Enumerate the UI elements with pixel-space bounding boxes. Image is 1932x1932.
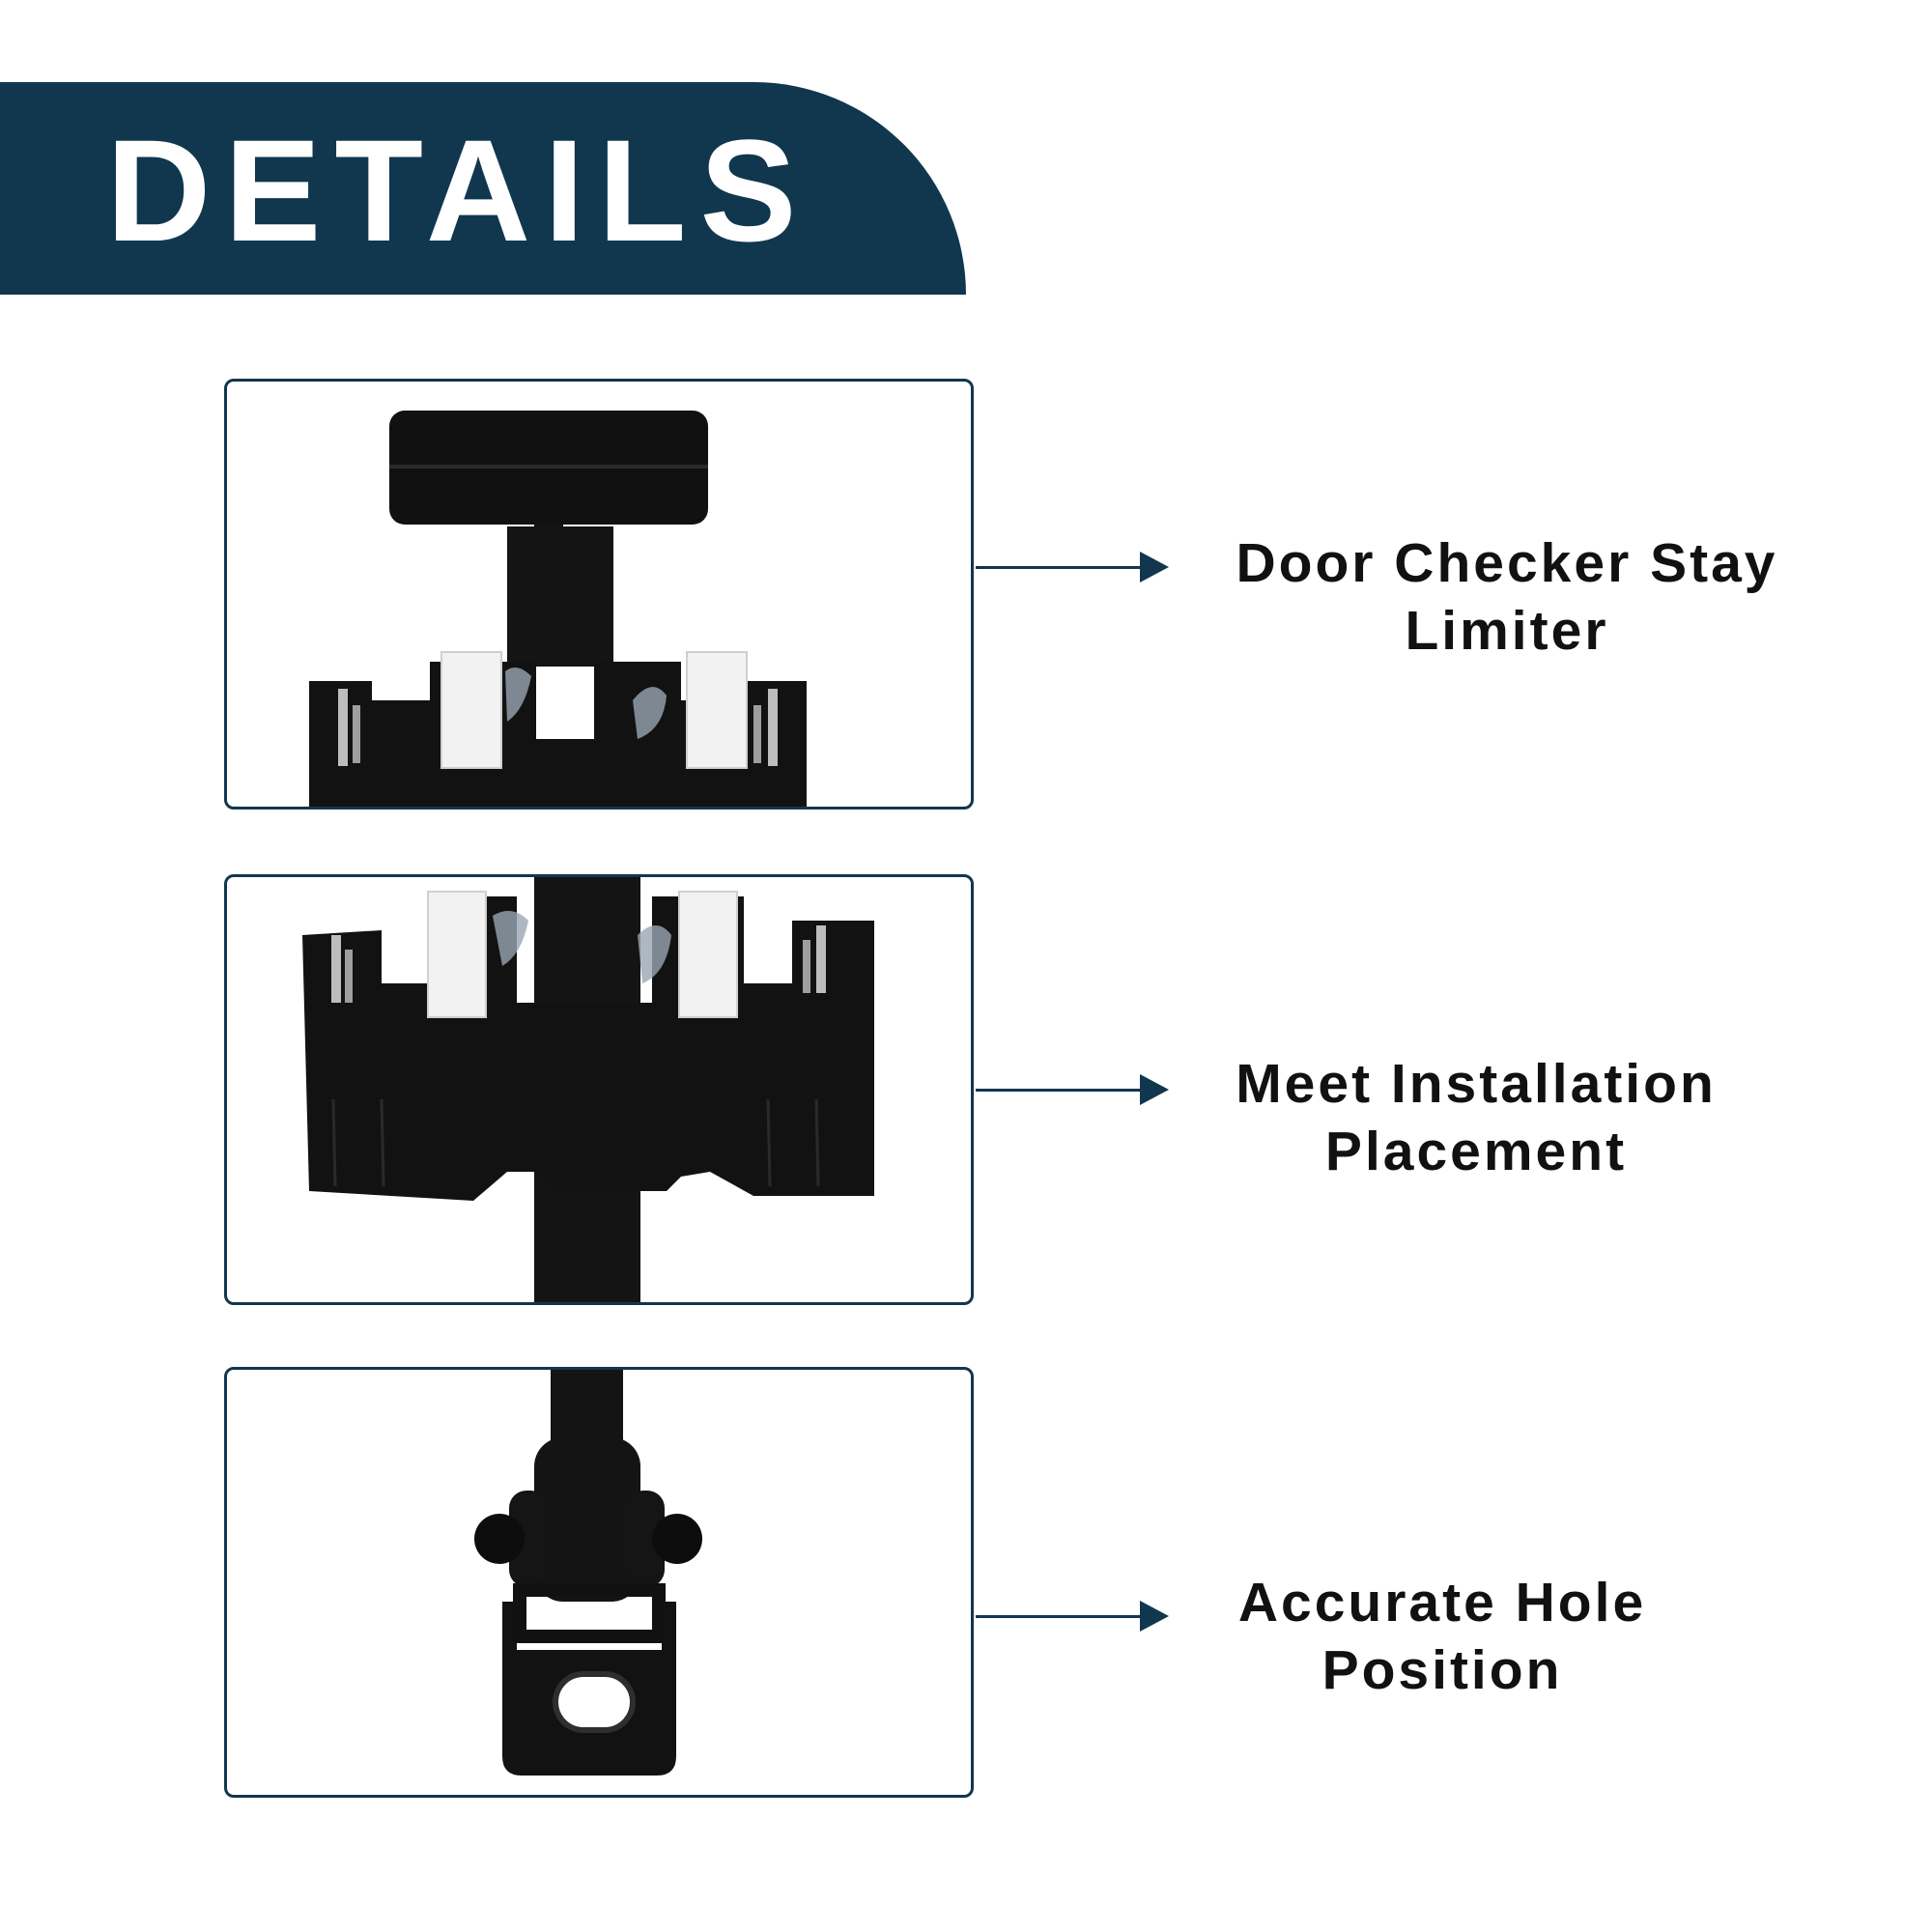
detail-photo-1 [224,379,974,810]
feature-caption-line: Door Checker Stay [1236,532,1778,594]
detail-photo-3 [224,1367,974,1798]
arrowhead-icon [1140,1074,1169,1105]
feature-caption-line: Accurate Hole [1237,1572,1647,1634]
stopper-photo [309,411,807,807]
connector-line-3 [976,1615,1140,1618]
feature-caption-1: Door Checker Stay Limiter [1169,529,1845,665]
feature-caption-2: Meet Installation Placement [1138,1050,1814,1185]
housing-photo [302,877,874,1302]
arrowhead-icon [1140,1601,1169,1632]
feature-caption-line: Limiter [1405,600,1609,662]
bracket-photo [474,1370,702,1776]
detail-photo-2 [224,874,974,1305]
feature-caption-line: Placement [1324,1121,1628,1182]
page-title: DETAILS [106,109,810,271]
connector-line-2 [976,1089,1140,1092]
feature-caption-line: Position [1321,1639,1563,1701]
connector-line-1 [976,566,1140,569]
feature-caption-line: Meet Installation [1236,1053,1717,1115]
header-banner [0,82,966,295]
feature-caption-3: Accurate Hole Position [1104,1569,1780,1704]
arrowhead-icon [1140,552,1169,582]
